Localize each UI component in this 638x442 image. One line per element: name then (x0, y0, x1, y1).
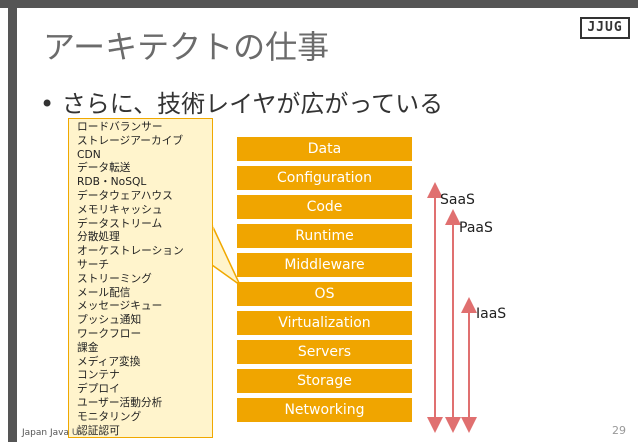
layer-os: OS (237, 282, 412, 306)
callout-item: ストリーミング (77, 271, 152, 285)
layer-runtime: Runtime (237, 224, 412, 248)
service-model-arrows (427, 182, 477, 433)
callout-item: RDB・NoSQL (77, 175, 147, 189)
callout-item: 認証認可 (77, 423, 120, 437)
paas-label: PaaS (459, 220, 493, 236)
callout-item: メール配信 (77, 285, 131, 299)
callout-item: オーケストレーション (77, 244, 184, 258)
footer-text: Japan Java U (22, 428, 79, 438)
callout-item: データストリーム (77, 216, 163, 230)
callout-item: メモリキャッシュ (77, 202, 163, 216)
callout-item: サーチ (77, 257, 110, 271)
callout-item: データウェアハウス (77, 188, 173, 202)
callout-item: データ転送 (77, 161, 131, 175)
callout-item: 課金 (77, 340, 99, 354)
bullet-point: • さらに、技術レイヤが広がっている (40, 90, 444, 118)
left-accent-bar (8, 0, 17, 442)
callout-item: モニタリング (77, 409, 142, 423)
callout-item: ワークフロー (77, 326, 142, 340)
layer-stack: Data Configuration Code Runtime Middlewa… (237, 137, 412, 427)
callout-item: メッセージキュー (77, 299, 163, 313)
layer-servers: Servers (237, 340, 412, 364)
aws-services-callout: ロードバランサー ストレージアーカイブ CDN データ転送 RDB・NoSQL … (68, 118, 213, 438)
callout-item: ストレージアーカイブ (77, 133, 184, 147)
callout-item: コンテナ (77, 368, 120, 382)
callout-item: デプロイ (77, 382, 120, 396)
callout-item: プッシュ通知 (77, 313, 142, 327)
callout-item: 分散処理 (77, 230, 120, 244)
layer-middleware: Middleware (237, 253, 412, 277)
iaas-label: IaaS (476, 306, 507, 322)
jjug-logo: JJUG (580, 17, 630, 39)
callout-item: CDN (77, 147, 101, 161)
layer-data: Data (237, 137, 412, 161)
layer-storage: Storage (237, 369, 412, 393)
saas-label: SaaS (440, 192, 475, 208)
layer-code: Code (237, 195, 412, 219)
layer-configuration: Configuration (237, 166, 412, 190)
top-bar (0, 0, 638, 8)
page-number: 29 (612, 424, 626, 437)
callout-item: ユーザー活動分析 (77, 395, 163, 409)
layer-virtualization: Virtualization (237, 311, 412, 335)
callout-item: ロードバランサー (77, 120, 163, 133)
layer-networking: Networking (237, 398, 412, 422)
callout-item: メディア変換 (77, 354, 141, 368)
slide-title: アーキテクトの仕事 (43, 28, 330, 66)
